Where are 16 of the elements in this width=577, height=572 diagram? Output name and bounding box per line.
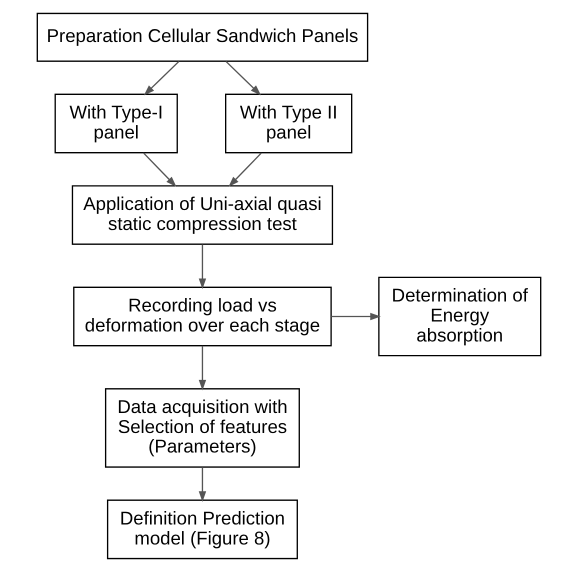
node-box: Application of Uni-axial quasi static compression test (71, 185, 333, 245)
arrow (198, 244, 206, 290)
arrow (198, 467, 206, 502)
arrow (198, 346, 206, 390)
arrow (330, 312, 380, 320)
node-box: Recording load vs deformation over each stage (72, 286, 332, 346)
node-box: With Type II panel (224, 94, 352, 154)
node-box: Preparation Cellular Sandwich Panels (36, 12, 368, 62)
node-box: Determination of Energy absorption (378, 276, 541, 356)
arrow (225, 60, 261, 96)
arrow (143, 60, 179, 96)
node-box: With Type-I panel (54, 94, 178, 154)
node-box: Definition Prediction model (Figure 8) (106, 500, 298, 560)
arrow (228, 152, 262, 187)
arrow (142, 152, 176, 187)
node-box: Data acquisition with Selection of features (Parameters) (104, 388, 300, 468)
